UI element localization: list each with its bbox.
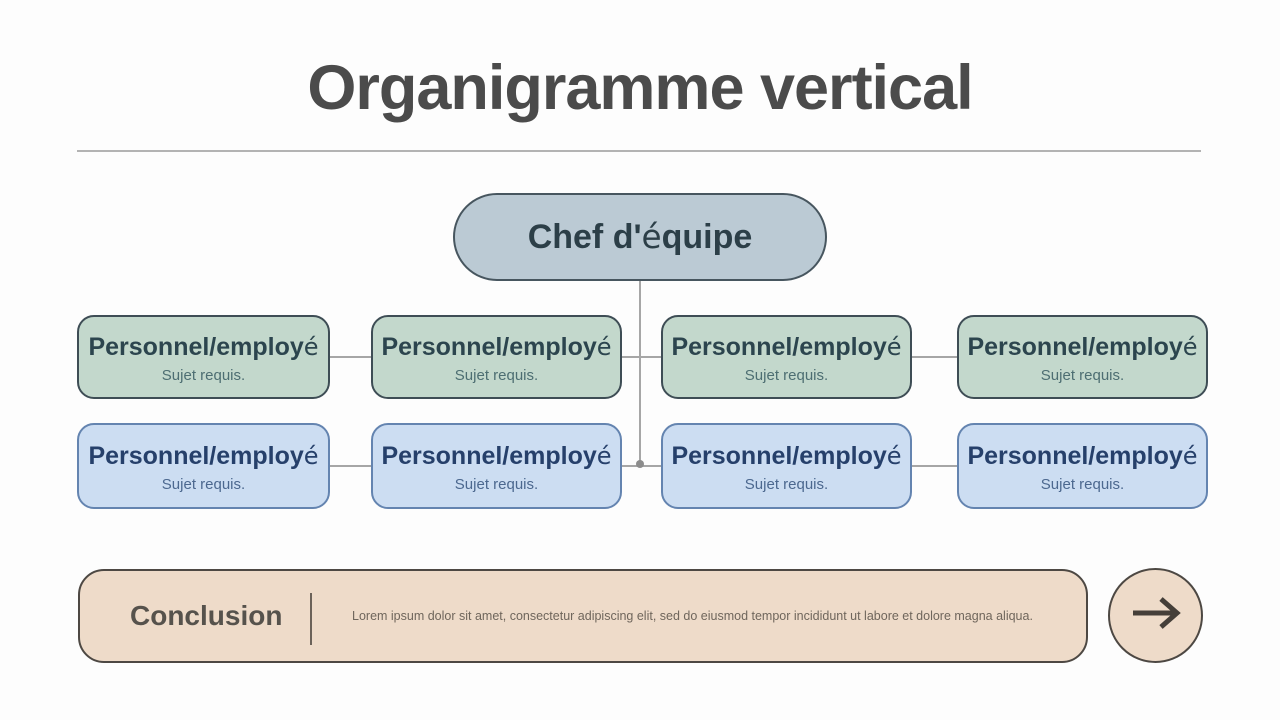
node-subtitle: Sujet requis. (454, 475, 539, 493)
conclusion-heading: Conclusion (130, 600, 283, 631)
node-title-accent: é (1182, 441, 1198, 470)
org-node: Personnel/employé Sujet requis. (77, 315, 330, 399)
node-subtitle: Sujet requis. (454, 366, 539, 384)
conclusion-divider (310, 593, 312, 645)
root-node: Chef d'équipe (453, 193, 827, 281)
root-label-main: Chef d' (527, 217, 642, 256)
node-title: Personnel/employé (88, 442, 318, 471)
node-title: Personnel/employé (381, 442, 611, 471)
org-node: Personnel/employé Sujet requis. (661, 315, 912, 399)
node-title: Personnel/employé (967, 333, 1197, 362)
node-subtitle: Sujet requis. (744, 366, 829, 384)
page-title: Organigramme vertical (307, 53, 973, 123)
next-button[interactable] (1108, 568, 1203, 663)
node-title-main: Personnel/employ (381, 441, 597, 470)
connector-vertical (639, 281, 641, 464)
arrow-right-icon (1127, 593, 1185, 638)
node-subtitle: Sujet requis. (1040, 475, 1125, 493)
node-title-main: Personnel/employ (671, 332, 887, 361)
root-label-end: quipe (661, 217, 753, 256)
node-title-accent: é (886, 332, 902, 361)
node-title-main: Personnel/employ (88, 441, 304, 470)
node-title-main: Personnel/employ (88, 332, 304, 361)
node-title: Personnel/employé (671, 442, 901, 471)
org-node: Personnel/employé Sujet requis. (371, 315, 622, 399)
node-title-main: Personnel/employ (381, 332, 597, 361)
org-node: Personnel/employé Sujet requis. (957, 315, 1208, 399)
node-subtitle: Sujet requis. (161, 366, 246, 384)
connector-row-1 (203, 356, 1083, 358)
org-node: Personnel/employé Sujet requis. (957, 423, 1208, 509)
root-label-accent: é (641, 217, 662, 256)
node-title-accent: é (303, 332, 319, 361)
node-title-accent: é (303, 441, 319, 470)
node-title: Personnel/employé (967, 442, 1197, 471)
node-title: Personnel/employé (88, 333, 318, 362)
org-node: Personnel/employé Sujet requis. (661, 423, 912, 509)
node-title: Personnel/employé (671, 333, 901, 362)
node-title-accent: é (1182, 332, 1198, 361)
title-divider (77, 150, 1201, 152)
org-node: Personnel/employé Sujet requis. (371, 423, 622, 509)
node-subtitle: Sujet requis. (744, 475, 829, 493)
node-title-main: Personnel/employ (967, 332, 1183, 361)
conclusion-bar: Conclusion Lorem ipsum dolor sit amet, c… (78, 569, 1088, 663)
node-title-accent: é (886, 441, 902, 470)
node-subtitle: Sujet requis. (1040, 366, 1125, 384)
connector-dot (636, 460, 644, 468)
node-title: Personnel/employé (381, 333, 611, 362)
root-node-label: Chef d'équipe (528, 218, 753, 257)
org-node: Personnel/employé Sujet requis. (77, 423, 330, 509)
node-title-main: Personnel/employ (967, 441, 1183, 470)
node-title-accent: é (596, 332, 612, 361)
conclusion-body: Lorem ipsum dolor sit amet, consectetur … (352, 609, 1033, 623)
node-title-main: Personnel/employ (671, 441, 887, 470)
node-title-accent: é (596, 441, 612, 470)
node-subtitle: Sujet requis. (161, 475, 246, 493)
